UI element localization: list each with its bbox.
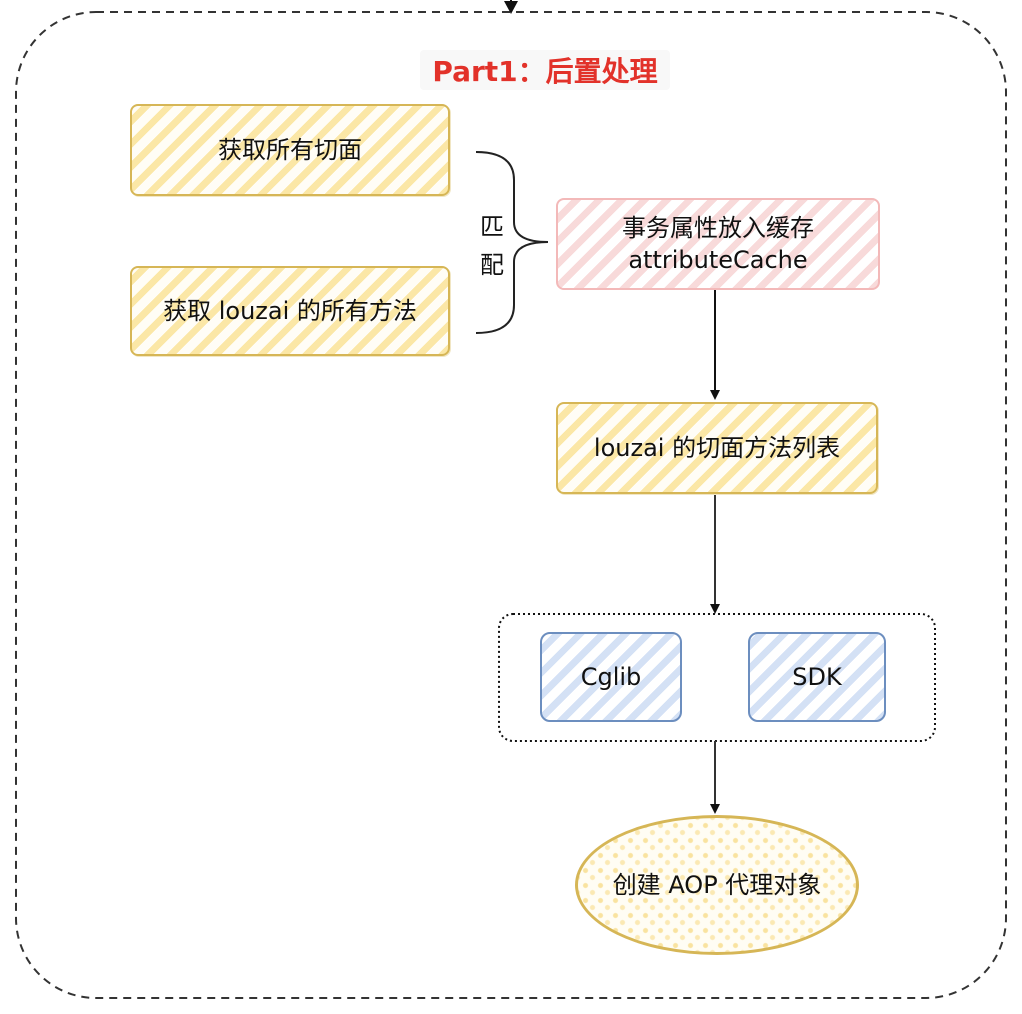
node-attribute-cache-line2: attributeCache bbox=[628, 246, 808, 274]
match-label-line2: 配 bbox=[480, 251, 504, 279]
match-brace bbox=[475, 151, 549, 334]
node-attribute-cache[interactable]: 事务属性放入缓存 attributeCache bbox=[556, 198, 880, 290]
node-cglib-label: Cglib bbox=[580, 663, 642, 691]
part-title: Part1：后置处理 bbox=[420, 50, 670, 90]
node-get-louzai-methods[interactable]: 获取 louzai 的所有方法 bbox=[130, 266, 450, 356]
node-create-aop-proxy[interactable]: 创建 AOP 代理对象 bbox=[575, 815, 859, 955]
node-aspect-method-list[interactable]: louzai 的切面方法列表 bbox=[556, 402, 878, 494]
node-get-all-aspects-label: 获取所有切面 bbox=[218, 136, 362, 164]
node-sdk-label: SDK bbox=[792, 663, 842, 691]
node-sdk[interactable]: SDK bbox=[748, 632, 886, 722]
proxy-type-group bbox=[498, 613, 936, 742]
node-get-louzai-methods-label: 获取 louzai 的所有方法 bbox=[163, 297, 417, 325]
node-aspect-method-list-label: louzai 的切面方法列表 bbox=[593, 434, 841, 462]
incoming-arrow-head bbox=[504, 1, 518, 14]
match-label: 匹 配 bbox=[472, 208, 512, 288]
match-label-line1: 匹 bbox=[480, 213, 504, 241]
node-create-aop-proxy-label: 创建 AOP 代理对象 bbox=[612, 871, 822, 899]
node-cglib[interactable]: Cglib bbox=[540, 632, 682, 722]
node-attribute-cache-line1: 事务属性放入缓存 bbox=[622, 214, 814, 242]
node-get-all-aspects[interactable]: 获取所有切面 bbox=[130, 104, 450, 196]
